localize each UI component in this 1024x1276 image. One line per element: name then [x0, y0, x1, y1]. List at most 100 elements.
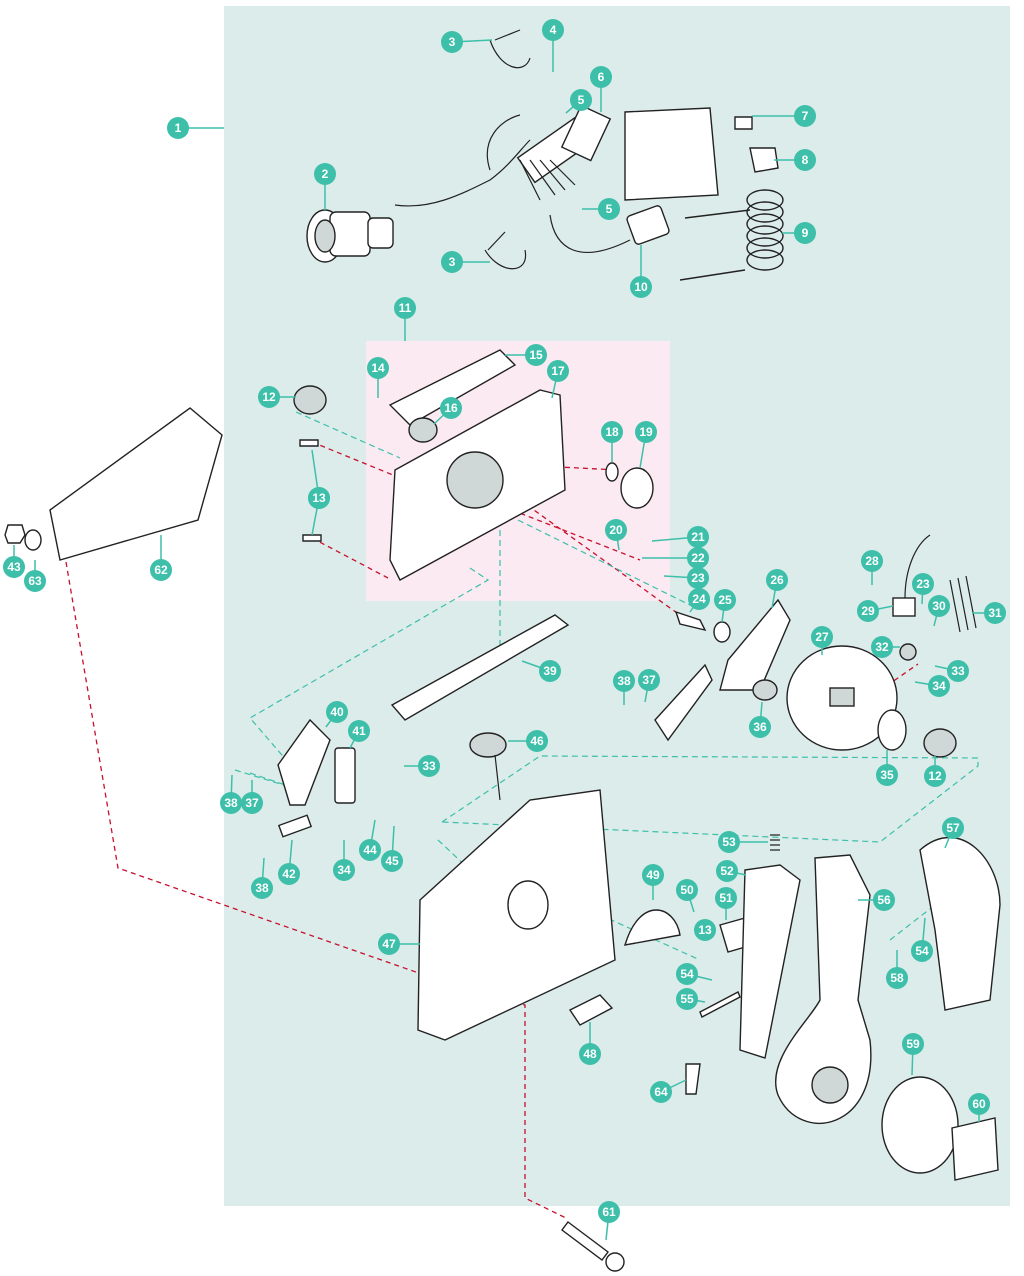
callout-badge — [613, 670, 635, 692]
callout-label: 24 — [692, 592, 706, 606]
callout-label: 5 — [606, 202, 613, 216]
lever-arm-52 — [739, 864, 801, 1059]
callout-56: 56 — [873, 889, 895, 911]
callout-badge — [539, 660, 561, 682]
callout-badge — [167, 117, 189, 139]
callout-label: 42 — [282, 867, 296, 881]
pin-42 — [277, 814, 313, 838]
callout-badge — [359, 839, 381, 861]
callout-59: 59 — [902, 1033, 924, 1055]
callout-badge — [714, 589, 736, 611]
callout-badge — [418, 755, 440, 777]
callout-label: 43 — [7, 560, 21, 574]
callout-badge — [715, 887, 737, 909]
callout-label: 48 — [583, 1047, 597, 1061]
lanyard-coil — [679, 189, 784, 281]
washer-63 — [24, 529, 42, 551]
callout-13: 13 — [694, 919, 716, 941]
callout-37: 37 — [638, 669, 660, 691]
callout-29: 29 — [857, 600, 879, 622]
bolt-24 — [674, 610, 707, 632]
callout-12: 12 — [258, 386, 280, 408]
guide-lines-teal — [234, 411, 979, 961]
callout-badge — [928, 675, 950, 697]
bolt-head — [605, 1252, 625, 1272]
callout-badge — [716, 860, 738, 882]
wiring-harness — [394, 104, 612, 207]
callout-badge — [220, 792, 242, 814]
callout-badge — [441, 251, 463, 273]
callout-label: 52 — [720, 864, 734, 878]
callout-30: 30 — [928, 595, 950, 617]
callout-27: 27 — [811, 626, 833, 648]
callout-label: 51 — [719, 891, 733, 905]
hose-clamp-bottom — [484, 231, 527, 270]
callout-26: 26 — [766, 569, 788, 591]
callout-19: 19 — [635, 421, 657, 443]
callout-label: 38 — [617, 674, 631, 688]
screw-top — [299, 439, 319, 447]
callout-24: 24 — [688, 588, 710, 610]
callout-9: 9 — [794, 222, 816, 244]
switch-wire — [904, 534, 931, 599]
callout-label: 23 — [691, 571, 705, 585]
callout-badge — [861, 550, 883, 572]
bracket-41 — [334, 747, 356, 804]
callout-badge — [924, 765, 946, 787]
callout-badge — [676, 988, 698, 1010]
callout-38: 38 — [613, 670, 635, 692]
connector-plug — [306, 209, 394, 263]
callout-62: 62 — [150, 559, 172, 581]
h-bracket — [685, 1063, 701, 1095]
callout-badge — [598, 198, 620, 220]
callout-1: 1 — [167, 117, 189, 139]
callout-label: 15 — [529, 348, 543, 362]
callout-label: 45 — [385, 854, 399, 868]
callout-badge — [326, 701, 348, 723]
callout-badge — [876, 764, 898, 786]
callout-badge — [394, 297, 416, 319]
callout-53: 53 — [718, 831, 740, 853]
callout-label: 37 — [642, 673, 656, 687]
callout-label: 46 — [530, 734, 544, 748]
callout-badge — [947, 660, 969, 682]
callout-badge — [24, 570, 46, 592]
harness-plate — [624, 107, 719, 201]
washer-35 — [877, 709, 907, 751]
callout-badge — [441, 31, 463, 53]
plug-cap — [408, 417, 438, 443]
callout-badge — [928, 595, 950, 617]
callout-badge — [886, 967, 908, 989]
callout-badge — [687, 526, 709, 548]
callout-label: 38 — [224, 796, 238, 810]
callout-badge — [635, 421, 657, 443]
callout-label: 19 — [639, 425, 653, 439]
callout-label: 4 — [550, 23, 557, 37]
callout-badge — [676, 963, 698, 985]
callout-23: 23 — [687, 567, 709, 589]
callout-43: 43 — [3, 556, 25, 578]
callout-label: 63 — [28, 574, 42, 588]
label-60 — [951, 1117, 999, 1181]
callout-label: 7 — [802, 109, 809, 123]
callout-badge — [630, 276, 652, 298]
callout-label: 2 — [322, 167, 329, 181]
callout-badge — [794, 149, 816, 171]
lever-arm — [388, 349, 517, 426]
callout-label: 64 — [654, 1085, 668, 1099]
callout-label: 11 — [399, 301, 412, 315]
clip — [734, 116, 753, 130]
callout-32: 32 — [871, 636, 893, 658]
callout-label: 47 — [382, 937, 396, 951]
callout-badge — [440, 397, 462, 419]
washer-18 — [605, 462, 619, 482]
callout-label: 6 — [598, 70, 605, 84]
callout-badge — [598, 1201, 620, 1223]
nut-43 — [4, 524, 26, 544]
spring-53 — [770, 834, 780, 851]
callout-badge — [605, 519, 627, 541]
callout-label: 53 — [722, 835, 736, 849]
callout-label: 32 — [875, 640, 889, 654]
handle-grip — [919, 836, 1001, 1011]
